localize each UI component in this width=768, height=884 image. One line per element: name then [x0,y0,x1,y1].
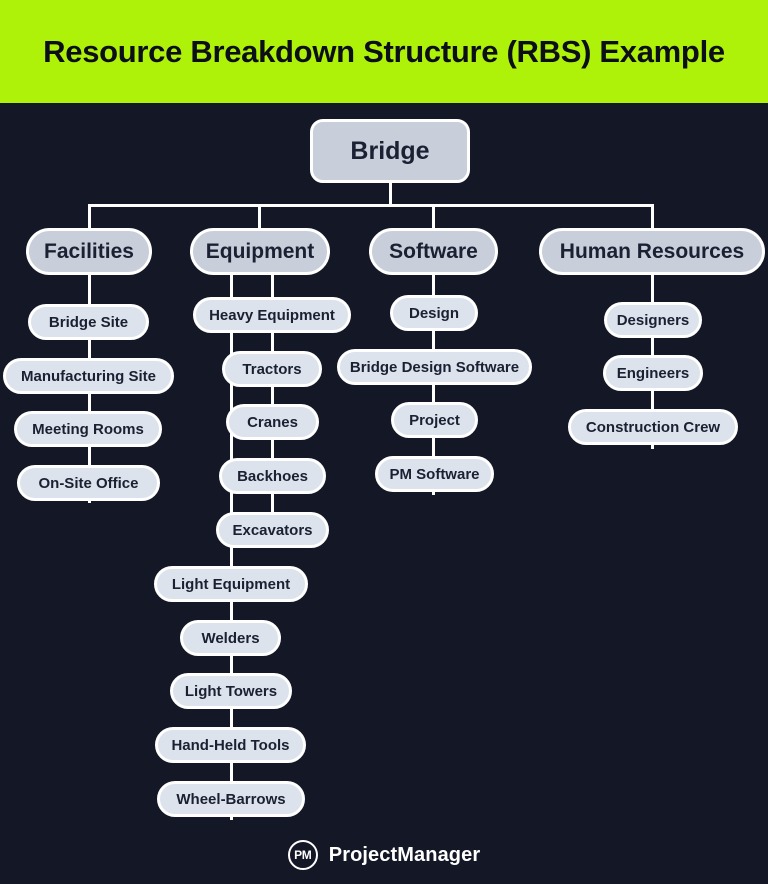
connector-bus-to-human-resources [651,204,654,229]
node-label: Excavators [232,521,313,539]
node-on-site-office[interactable]: On-Site Office [17,465,160,501]
node-project[interactable]: Project [391,402,478,438]
node-label: Tractors [242,360,302,378]
node-manufacturing-site[interactable]: Manufacturing Site [3,358,174,394]
node-welders[interactable]: Welders [180,620,281,656]
connector-bus-to-equipment [258,204,261,229]
node-label: Backhoes [237,467,308,485]
node-construction-crew[interactable]: Construction Crew [568,409,738,445]
node-label: Bridge Design Software [349,358,520,376]
node-label: Designers [616,311,690,329]
node-backhoes[interactable]: Backhoes [219,458,326,494]
node-label: Heavy Equipment [209,306,335,324]
node-design[interactable]: Design [390,295,478,331]
node-facilities[interactable]: Facilities [26,228,152,275]
node-label: Human Resources [559,239,745,263]
page-title: Resource Breakdown Structure (RBS) Examp… [43,33,725,69]
node-bridge-site[interactable]: Bridge Site [28,304,149,340]
node-light-equipment[interactable]: Light Equipment [154,566,308,602]
footer-branding: PM ProjectManager [0,840,768,870]
node-software[interactable]: Software [369,228,498,275]
node-label: Facilities [44,239,134,263]
node-label: Wheel-Barrows [176,790,286,808]
connector-light-equipment-chain [230,600,233,820]
node-tractors[interactable]: Tractors [222,351,322,387]
brand-name: ProjectManager [328,843,481,866]
node-meeting-rooms[interactable]: Meeting Rooms [14,411,162,447]
node-label: Engineers [616,364,690,382]
node-heavy-equipment[interactable]: Heavy Equipment [193,297,351,333]
node-pm-software[interactable]: PM Software [375,456,494,492]
node-label: Hand-Held Tools [171,736,290,754]
node-label: On-Site Office [38,474,139,492]
node-label: Equipment [205,239,315,263]
connector-bus-to-software [432,204,435,229]
title-banner: Resource Breakdown Structure (RBS) Examp… [0,0,768,103]
node-label: Design [408,304,459,322]
node-designers[interactable]: Designers [604,302,702,338]
connector-bus-tier2 [88,204,654,207]
node-wheel-barrows[interactable]: Wheel-Barrows [157,781,305,817]
node-engineers[interactable]: Engineers [603,355,703,391]
projectmanager-logo-icon: PM [287,840,318,870]
node-label: Bridge [350,136,430,165]
node-label: Light Equipment [171,575,291,593]
node-bridge[interactable]: Bridge [310,119,470,183]
connector-bus-to-facilities [88,204,91,229]
node-label: Construction Crew [585,418,721,436]
node-label: Light Towers [184,682,278,700]
node-human-resources[interactable]: Human Resources [539,228,765,275]
node-excavators[interactable]: Excavators [216,512,329,548]
logo-initials: PM [294,848,312,862]
node-hand-held-tools[interactable]: Hand-Held Tools [155,727,306,763]
node-label: Project [409,411,460,429]
connector-root-down [389,182,392,206]
node-label: Meeting Rooms [32,420,144,438]
node-equipment[interactable]: Equipment [190,228,330,275]
node-light-towers[interactable]: Light Towers [170,673,292,709]
node-bridge-design-software[interactable]: Bridge Design Software [337,349,532,385]
node-label: Manufacturing Site [20,367,156,385]
node-label: PM Software [389,465,480,483]
node-label: Welders [201,629,260,647]
node-label: Cranes [247,413,298,431]
node-label: Software [389,239,478,263]
node-cranes[interactable]: Cranes [226,404,319,440]
node-label: Bridge Site [48,313,129,331]
